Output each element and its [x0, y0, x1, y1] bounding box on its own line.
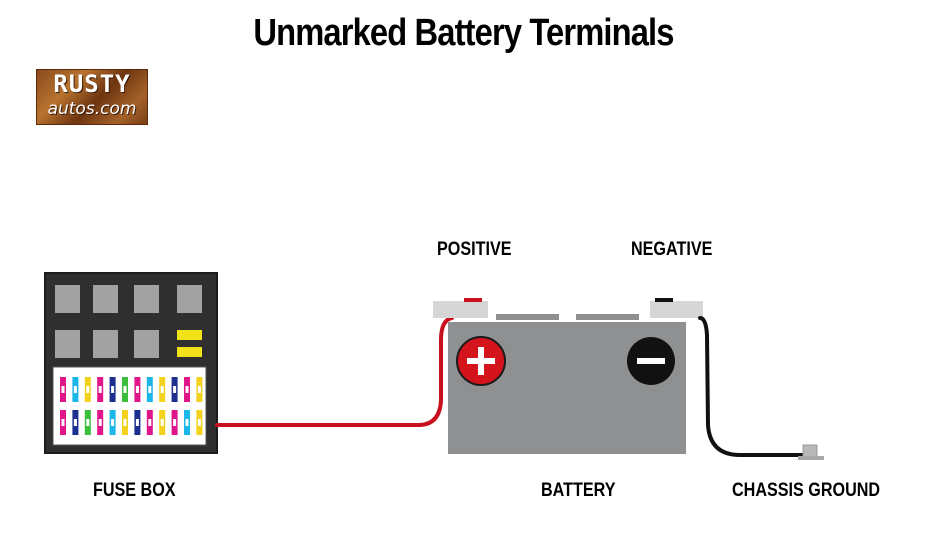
negative-terminal-post [655, 298, 673, 302]
chassis-ground-label: CHASSIS GROUND [732, 480, 881, 501]
battery-cap [496, 314, 559, 320]
blade-fuse-window [86, 419, 90, 426]
blade-fuse-window [173, 419, 177, 426]
blade-fuse-window [173, 386, 177, 393]
blade-fuse-window [61, 419, 65, 426]
blade-fuse-window [123, 386, 127, 393]
blade-fuse-rows [60, 377, 203, 435]
blade-fuse-window [197, 419, 201, 426]
negative-wire [698, 316, 807, 457]
relay-square [55, 285, 80, 313]
fuse-box [44, 272, 218, 454]
blade-fuse-window [160, 419, 164, 426]
blade-fuse-window [73, 386, 77, 393]
blade-fuse-window [185, 419, 189, 426]
relay-square [93, 285, 118, 313]
blade-fuse-window [98, 419, 102, 426]
relay-square [134, 330, 159, 358]
blade-fuse-window [123, 419, 127, 426]
blade-fuse-window [148, 419, 152, 426]
yellow-fuse [177, 347, 202, 357]
blade-fuse-window [135, 386, 139, 393]
blade-fuse-window [86, 386, 90, 393]
blade-fuse-window [111, 386, 115, 393]
blade-fuse-window [73, 419, 77, 426]
blade-fuse-window [185, 386, 189, 393]
blade-fuse-window [148, 386, 152, 393]
battery-label: BATTERY [541, 480, 616, 501]
battery [433, 298, 703, 454]
battery-cap [576, 314, 639, 320]
negative-terminal [650, 301, 703, 318]
chassis-ground-icon [798, 444, 824, 460]
yellow-fuse [177, 330, 202, 340]
blade-fuse-window [98, 386, 102, 393]
positive-label: POSITIVE [437, 239, 512, 260]
logo-line-1: RUSTY [53, 70, 131, 98]
positive-terminal [433, 301, 488, 318]
relay-square [55, 330, 80, 358]
fuse-box-label: FUSE BOX [93, 480, 176, 501]
page-title: Unmarked Battery Terminals [253, 12, 674, 54]
relay-square [93, 330, 118, 358]
blade-fuse-window [61, 386, 65, 393]
positive-terminal-post [464, 298, 482, 302]
relay-square [134, 285, 159, 313]
logo-line-2: autos.com [47, 99, 137, 119]
blade-fuse-window [197, 386, 201, 393]
rustyautos-logo: RUSTY autos.com [36, 69, 148, 125]
blade-fuse-window [135, 419, 139, 426]
relay-square [177, 285, 202, 313]
blade-fuse-panel [52, 366, 207, 446]
negative-label: NEGATIVE [631, 239, 713, 260]
positive-wire [215, 316, 454, 427]
blade-fuse-window [111, 419, 115, 426]
blade-fuse-window [160, 386, 164, 393]
